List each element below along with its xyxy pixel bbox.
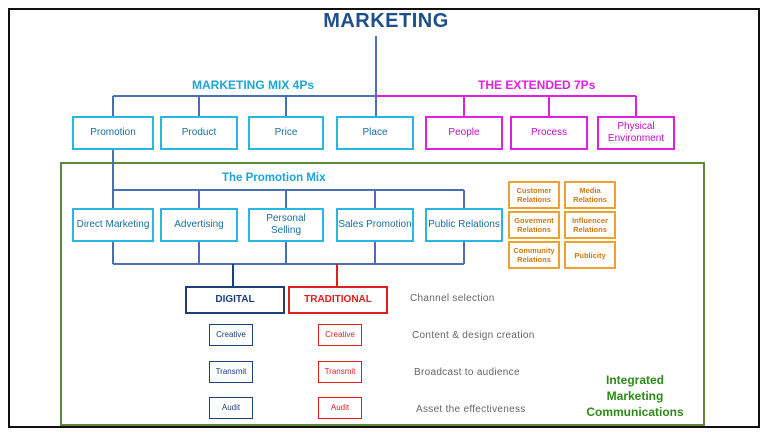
page-title: MARKETING xyxy=(323,10,449,32)
channel-digital: DIGITAL xyxy=(185,286,285,314)
stage-broadcast: Broadcast to audience xyxy=(414,367,520,378)
imc-label: Integrated Marketing Communications xyxy=(570,372,700,420)
pr-publicity: Publicity xyxy=(564,241,616,269)
diagram-frame xyxy=(8,8,760,428)
box-public-relations: Public Relations xyxy=(425,208,503,242)
imc-label-line-2: Marketing xyxy=(606,389,664,403)
pr-influencer-relations: Influencer Relations xyxy=(564,211,616,239)
box-place: Place xyxy=(336,116,414,150)
stage-effectiveness: Asset the effectiveness xyxy=(416,404,526,415)
promotion-mix-heading: The Promotion Mix xyxy=(222,172,326,184)
box-sales-promotion: Sales Promotion xyxy=(336,208,414,242)
digital-audit: Audit xyxy=(209,397,253,419)
channel-traditional: TRADITIONAL xyxy=(288,286,388,314)
box-physical-environment: Physical Environment xyxy=(597,116,675,150)
stage-content-creation: Content & design creation xyxy=(412,330,535,341)
traditional-audit: Audit xyxy=(318,397,362,419)
stage-channel-selection: Channel selection xyxy=(410,293,495,304)
traditional-creative: Creative xyxy=(318,324,362,346)
pr-community-relations: Community Relations xyxy=(508,241,560,269)
pr-media-relations: Media Relations xyxy=(564,181,616,209)
marketing-mix-heading: MARKETING MIX 4Ps xyxy=(192,78,315,92)
imc-region xyxy=(60,162,705,426)
box-promotion: Promotion xyxy=(72,116,154,150)
pr-government-relations: Goverment Relations xyxy=(508,211,560,239)
box-product: Product xyxy=(160,116,238,150)
imc-label-line-1: Integrated xyxy=(605,373,664,387)
pr-customer-relations: Customer Relations xyxy=(508,181,560,209)
extended-7ps-heading: THE EXTENDED 7Ps xyxy=(478,78,596,92)
digital-transmit: Transmit xyxy=(209,361,253,383)
digital-creative: Creative xyxy=(209,324,253,346)
box-price: Price xyxy=(248,116,324,150)
box-people: People xyxy=(425,116,503,150)
box-personal-selling: Personal Selling xyxy=(248,208,324,242)
imc-label-line-3: Communications xyxy=(586,405,684,419)
box-advertising: Advertising xyxy=(160,208,238,242)
box-process: Process xyxy=(510,116,588,150)
traditional-transmit: Transmit xyxy=(318,361,362,383)
box-direct-marketing: Direct Marketing xyxy=(72,208,154,242)
